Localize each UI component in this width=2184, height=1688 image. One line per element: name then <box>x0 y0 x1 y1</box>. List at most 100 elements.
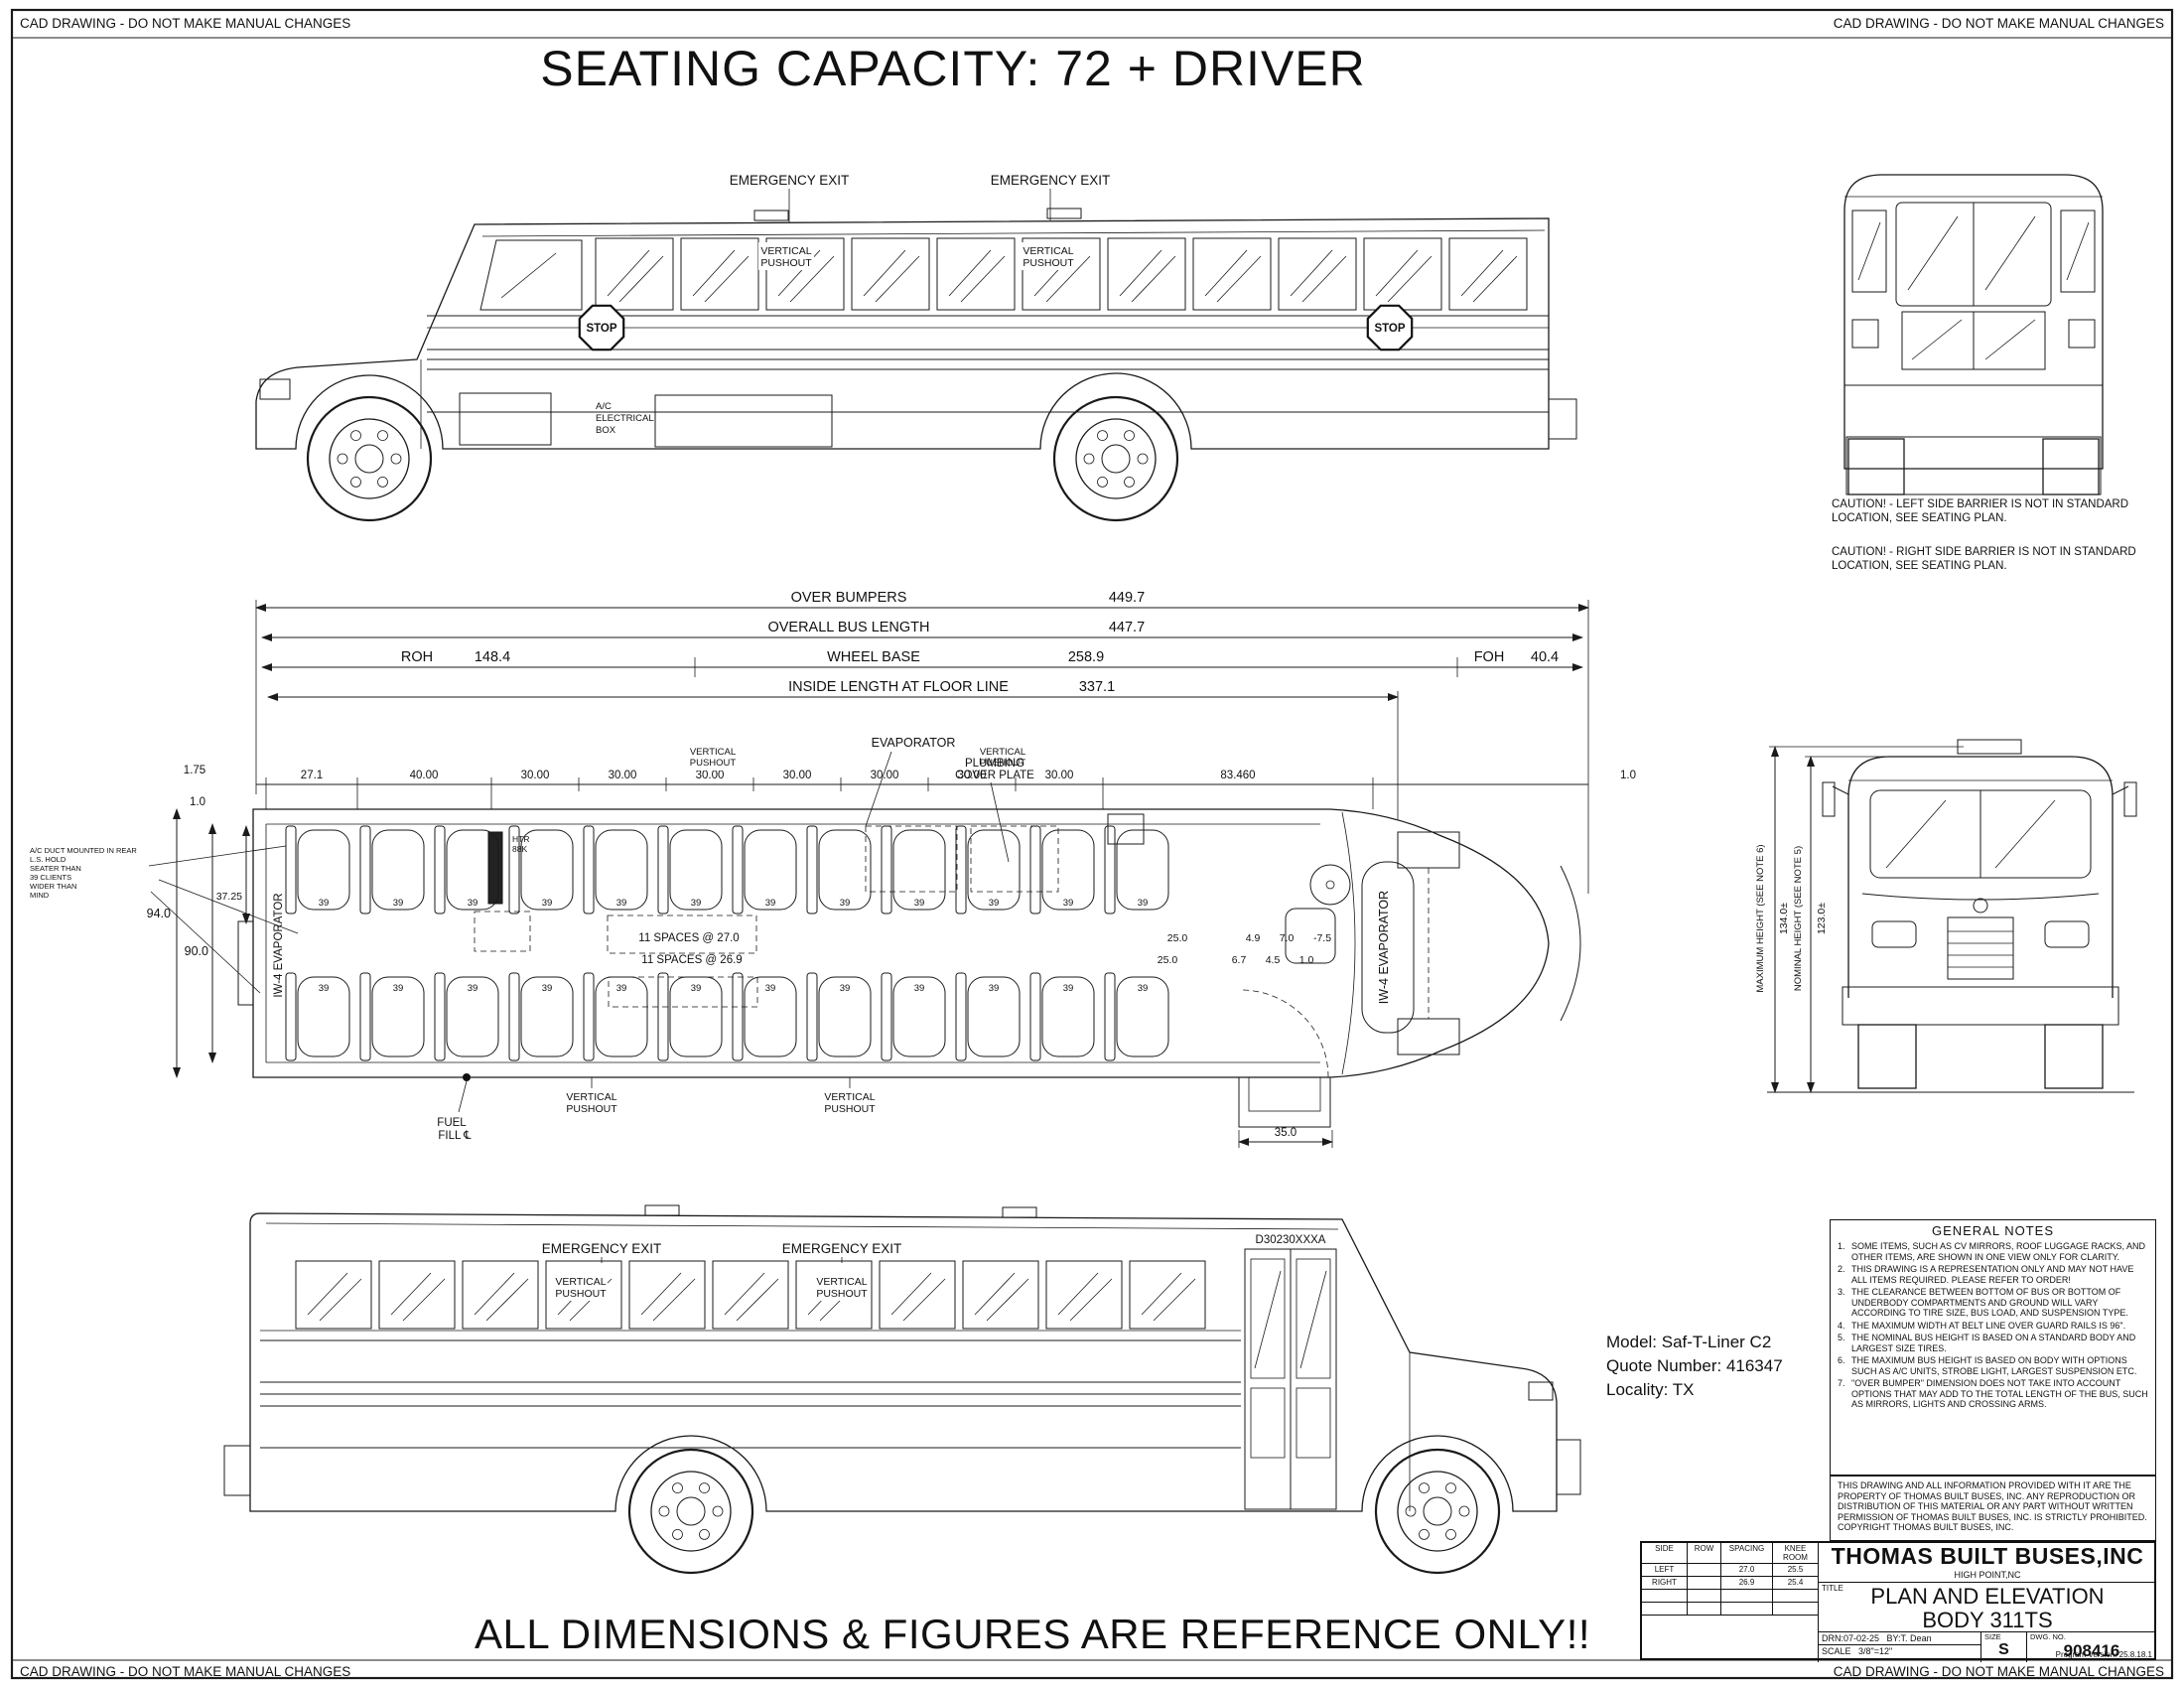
plan-callout-line: MIND <box>30 891 50 900</box>
headlight <box>259 378 291 400</box>
seat: 39 <box>583 972 648 1061</box>
seat-width-label: 39 <box>765 898 776 909</box>
seat-width-label: 39 <box>989 898 1000 909</box>
bus-window <box>462 1260 539 1330</box>
vertical-pushout-label: VERTICAL <box>980 747 1025 758</box>
cad-note-bottom-left: CAD DRAWING - DO NOT MAKE MANUAL CHANGES <box>20 1664 350 1679</box>
driver-seat <box>1285 908 1336 964</box>
seat-spacing-table: SIDE ROW SPACING KNEE ROOM LEFT 27.0 25.… <box>1642 1543 1819 1616</box>
seat-width-label: 39 <box>542 983 553 994</box>
bus-window <box>1107 237 1186 311</box>
dim-spaces-bottom: 11 SPACES @ 26.9 <box>641 954 742 966</box>
seat-width-label: 39 <box>468 983 478 994</box>
company-location: HIGH POINT,NC <box>1954 1570 2021 1580</box>
side-mirror <box>2123 781 2137 817</box>
dim-max-height: MAXIMUM HEIGHT (SEE NOTE 6) <box>1755 844 1766 992</box>
seat-width-label: 39 <box>691 983 702 994</box>
brand-logo <box>1973 898 1988 914</box>
seat: 39 <box>583 825 648 914</box>
emergency-exit-label: EMERGENCY EXIT <box>730 173 850 188</box>
vertical-pushout-label: VERTICAL <box>555 1276 606 1288</box>
general-notes-list: 1.SOME ITEMS, SUCH AS CV MIRRORS, ROOF L… <box>1838 1241 2148 1410</box>
ac-duct <box>970 825 1059 893</box>
general-notes-heading: GENERAL NOTES <box>1931 1223 2055 1238</box>
title-block: SIDE ROW SPACING KNEE ROOM LEFT 27.0 25.… <box>1640 1541 2156 1662</box>
dim-roh: ROH <box>401 649 433 665</box>
note-item: 5.THE NOMINAL BUS HEIGHT IS BASED ON A S… <box>1838 1333 2136 1353</box>
svg-text:PUSHOUT: PUSHOUT <box>824 1103 876 1115</box>
seat-width-label: 39 <box>914 898 925 909</box>
svg-text:337.1: 337.1 <box>1079 679 1115 695</box>
dwg-no-label: DWG. NO. <box>2030 1632 2066 1641</box>
rear-bumper <box>223 1445 251 1496</box>
emergency-exit-label: EMERGENCY EXIT <box>542 1241 662 1256</box>
dim-overall-length: OVERALL BUS LENGTH <box>767 620 929 635</box>
svg-text:40.4: 40.4 <box>1531 649 1559 665</box>
dim-3725: 37.25 <box>216 891 242 903</box>
vent-grille <box>654 394 833 448</box>
svg-text:123.0±: 123.0± <box>1816 903 1828 934</box>
front-wheel-plan <box>1397 1018 1460 1055</box>
side-mirror <box>1822 781 1836 817</box>
svg-text:1.0: 1.0 <box>1299 954 1314 966</box>
marker-light <box>2068 319 2096 349</box>
svg-text:PUSHOUT: PUSHOUT <box>690 758 737 769</box>
seat-width-label: 39 <box>1063 898 1074 909</box>
cad-note-top-right: CAD DRAWING - DO NOT MAKE MANUAL CHANGES <box>1834 16 2164 31</box>
dim-10: 1.0 <box>190 796 205 808</box>
bottom-side-elevation: D30230XXXA EMERGENCY EXIT EMERGENCY EXIT <box>223 1204 1581 1575</box>
program-version: Program Version: 25.8.18.1 <box>2055 1650 2152 1659</box>
floor-duct <box>608 976 758 1008</box>
svg-text:1.0: 1.0 <box>1620 770 1636 781</box>
svg-text:83.460: 83.460 <box>1220 770 1255 781</box>
front-tire <box>1857 1024 1917 1089</box>
drawn-date: DRN:07-02-25 <box>1822 1633 1880 1643</box>
compartment-door <box>459 392 552 446</box>
window-row <box>595 237 1528 311</box>
stop-sign: STOP <box>578 304 625 352</box>
rear-wheel <box>627 1448 754 1575</box>
vertical-pushout-label: VERTICAL <box>566 1091 616 1103</box>
table-row: LEFT <box>1642 1564 1688 1577</box>
seat-width-label: 39 <box>840 898 851 909</box>
bus-window <box>936 237 1016 311</box>
bus-window <box>628 1260 706 1330</box>
seat-width-label: 39 <box>765 983 776 994</box>
cad-note-bottom-right: CAD DRAWING - DO NOT MAKE MANUAL CHANGES <box>1834 1664 2164 1679</box>
bus-window <box>680 237 759 311</box>
bus-window <box>962 1260 1039 1330</box>
seat: 39 <box>508 825 574 914</box>
dim-35: 35.0 <box>1275 1127 1297 1139</box>
svg-text:6.7: 6.7 <box>1232 954 1247 966</box>
bus-window <box>595 237 674 311</box>
top-side-elevation: A/C ELECTRICAL BOX STOP STOP <box>255 173 1577 522</box>
emergency-exit-label: EMERGENCY EXIT <box>782 1241 902 1256</box>
seat: 39 <box>955 972 1021 1061</box>
svg-text:PUSHOUT: PUSHOUT <box>760 257 812 269</box>
seat: 39 <box>1029 972 1095 1061</box>
bus-window <box>1192 237 1272 311</box>
ac-duct <box>865 825 958 893</box>
svg-text:FILL ℄: FILL ℄ <box>438 1130 472 1142</box>
plan-view: IW-4 EVAPORATOR IW-4 EVAPORATOR HTR 88K … <box>147 808 1581 1148</box>
iw4-evaporator-label: IW-4 EVAPORATOR <box>1377 891 1391 1004</box>
front-view-middle: MAXIMUM HEIGHT (SEE NOTE 6) 134.0± NOMIN… <box>1755 739 2137 1093</box>
plan-callout-line: A/C DUCT MOUNTED IN REAR <box>30 846 137 855</box>
title-label: TITLE <box>1822 1584 1843 1593</box>
door-code: D30230XXXA <box>1256 1234 1326 1246</box>
iw4-evaporator-label: IW-4 EVAPORATOR <box>273 893 285 997</box>
ac-box-label-1: A/C <box>596 401 612 412</box>
svg-text:-7.5: -7.5 <box>1313 932 1331 944</box>
svg-text:STOP: STOP <box>586 323 616 335</box>
size-value: S <box>1998 1641 2009 1658</box>
dim-175: 1.75 <box>184 765 205 776</box>
cad-note-top-left: CAD DRAWING - DO NOT MAKE MANUAL CHANGES <box>20 16 350 31</box>
seat-width-label: 39 <box>319 983 330 994</box>
quote-line: Quote Number: 416347 <box>1606 1356 1783 1375</box>
svg-text:7.0: 7.0 <box>1280 932 1295 944</box>
model-info: Model: Saf-T-Liner C2 Quote Number: 4163… <box>1606 1331 1783 1402</box>
seat: 39 <box>285 972 350 1061</box>
seat-width-label: 39 <box>691 898 702 909</box>
